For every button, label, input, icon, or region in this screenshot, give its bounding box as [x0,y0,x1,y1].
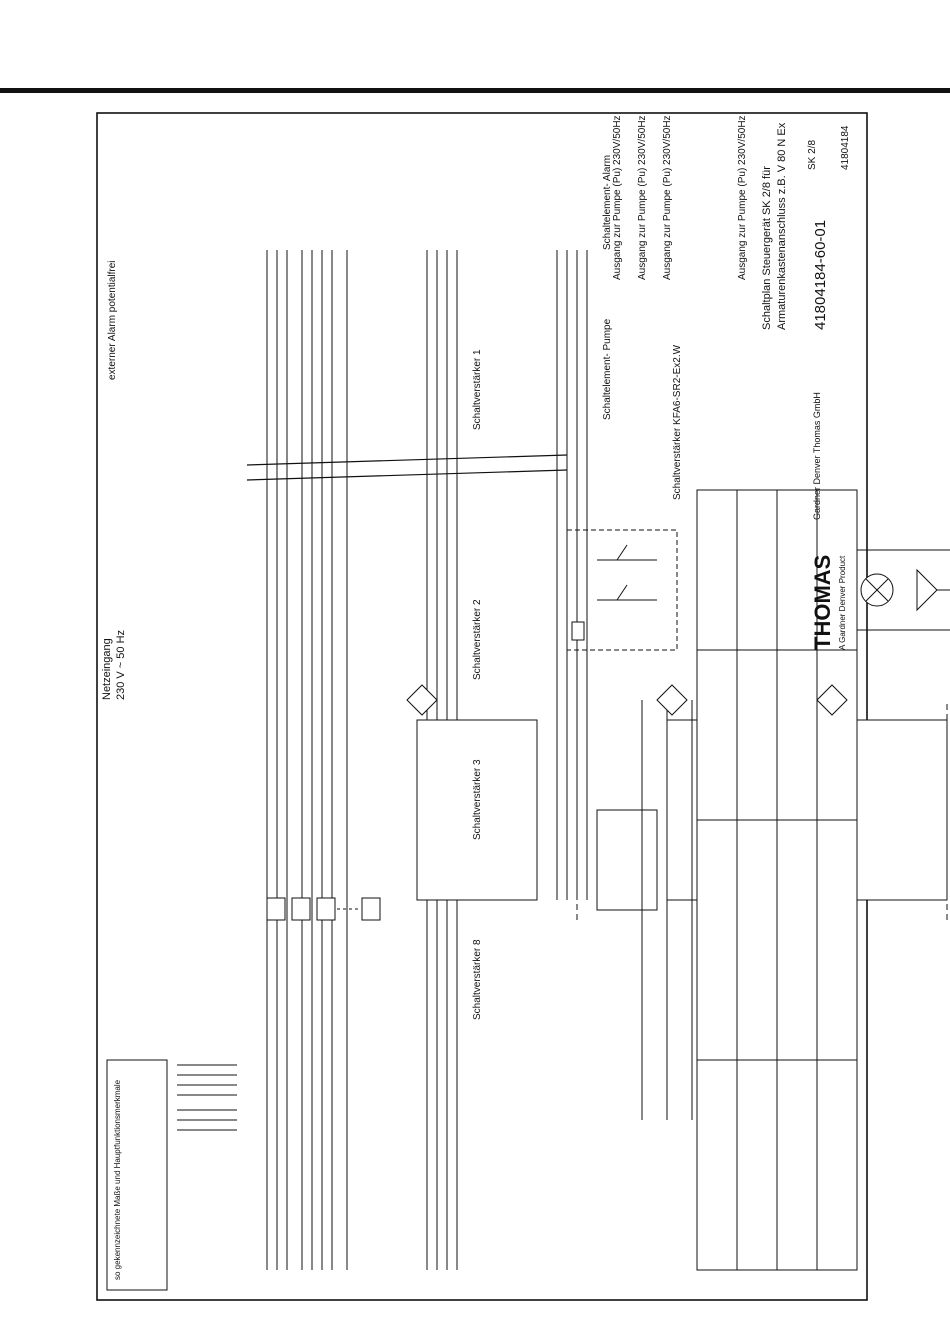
company-sub: A Gardner Denver Product [838,555,847,650]
company-logo: THOMAS [810,555,835,650]
amp8-label: Schaltverstärker 8 [472,939,483,1020]
output-3: Ausgang zur Pumpe (Pu) 230V/50Hz [662,115,673,280]
drawing-frame [96,112,868,1301]
fuse-block [266,897,381,921]
element-pump: Schaltelement- Pumpe [602,318,613,420]
drawing-number: 41804184-60-01 [812,220,829,330]
notice-box [106,1059,168,1291]
designation-2: Armaturenkastenanschluss z.B. V 80 N Ex [776,122,788,330]
mains-title: Netzeingang [101,638,113,700]
mains-voltage: 230 V ~ 50 Hz [115,630,127,700]
text-layer: Netzeingang 230 V ~ 50 Hz externer Alarm… [101,115,851,1280]
header-rule [0,88,950,93]
alarm-title: externer Alarm potentialfrei [107,260,118,380]
designation-1: Schaltplan Steuergerät SK 2/8 für [761,166,773,330]
break-marks [246,454,568,481]
output-2: Ausgang zur Pumpe (Pu) 230V/50Hz [637,115,648,280]
amp3-label: Schaltverstärker 3 [472,759,483,840]
device-name: SK 2/8 [807,140,818,170]
junction-box-1 [596,809,658,911]
mains-input [177,1064,237,1131]
amp2-label: Schaltverstärker 2 [472,599,483,680]
title-block [696,489,858,1271]
drawing-content [106,250,950,1291]
notice-heading: so gekennzeichnete Maße und Hauptfunktio… [113,1079,122,1280]
amp1-label: Schaltverstärker 1 [472,349,483,430]
output-1: Ausgang zur Pumpe (Pu) 230V/50Hz [612,115,623,280]
amp-type: Schaltverstärker KFA6-SR2-Ex2.W [672,344,683,500]
element-alarm: Schaltelement- Alarm [602,155,613,250]
lamp-la [860,573,894,607]
article-number: 41804184 [840,125,851,170]
alarm-relay [566,529,678,651]
output-4: Ausgang zur Pumpe (Pu) 230V/50Hz [737,115,748,280]
amplifier-1 [416,719,538,901]
company-address: Gardner Denver Thomas GmbH [812,392,822,520]
marker-diamonds [406,684,848,716]
